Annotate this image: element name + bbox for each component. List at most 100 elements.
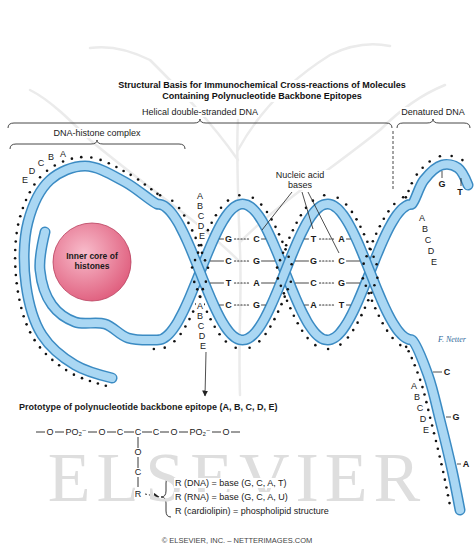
backbone-dot <box>71 157 74 160</box>
backbone-dot <box>198 244 201 247</box>
base-letter: A <box>309 301 318 310</box>
backbone-dot <box>366 240 369 243</box>
backbone-dot <box>15 282 18 285</box>
backbone-dot <box>15 232 18 235</box>
base-pair-bond <box>295 283 308 284</box>
base-letter: G <box>252 257 261 266</box>
epitope-letter: B <box>196 202 204 211</box>
backbone-dot <box>410 357 413 360</box>
backbone-dot <box>290 263 293 266</box>
base-pair-bond <box>210 261 223 262</box>
base-letter: C <box>309 279 318 288</box>
backbone-dot <box>351 211 354 214</box>
backbone-dot <box>194 237 197 240</box>
backbone-dot <box>227 199 230 202</box>
backbone-dot <box>62 160 65 163</box>
backbone-dot <box>383 217 386 220</box>
backbone-dot <box>421 386 424 389</box>
backbone-dot <box>421 167 424 170</box>
epitope-letter: A <box>196 192 204 201</box>
base-letter: C <box>224 257 233 266</box>
backbone-dot <box>225 340 228 343</box>
backbone-dot <box>90 156 93 159</box>
backbone-dot <box>163 346 166 349</box>
backbone-dot <box>39 346 42 349</box>
backbone-dot <box>439 155 442 158</box>
base-pair-bond <box>305 305 309 306</box>
base-pair-bond <box>320 304 336 305</box>
base-letter: C <box>224 301 233 310</box>
dna-strand <box>40 164 468 340</box>
brackets <box>8 119 470 190</box>
base-letter: A <box>462 460 471 469</box>
backbone-dot <box>183 214 186 217</box>
base-letter: T <box>225 279 233 288</box>
leader-line <box>302 192 313 229</box>
backbone-dot <box>369 248 372 251</box>
backbone-dot <box>279 259 282 262</box>
epitope-letter: E <box>198 232 206 241</box>
backbone-dot <box>171 200 174 203</box>
formula-atom: PO₂⁻ <box>64 428 87 437</box>
backbone-dot <box>198 295 201 298</box>
formula-line: R (RNA) = base (G, C, A, U) <box>174 492 289 502</box>
backbone-dot <box>374 307 377 310</box>
backbone-dot <box>201 252 204 255</box>
backbone-dot <box>192 310 195 313</box>
base-pair-bond <box>262 305 266 306</box>
signature: F. Netter <box>437 335 467 344</box>
backbone-dot <box>29 331 32 334</box>
backbone-dot <box>448 502 451 505</box>
backbone-dot <box>413 364 416 367</box>
backbone-dot <box>191 266 194 269</box>
backbone-dot <box>150 188 153 191</box>
backbone-dot <box>416 371 419 374</box>
backbone-dot <box>73 373 76 376</box>
formula-atom: C <box>134 468 143 477</box>
backbone-dot <box>19 215 22 218</box>
backbone-dot <box>187 222 190 225</box>
backbone-dot <box>461 159 464 162</box>
backbone-dot <box>108 162 111 165</box>
diagram-title: Structural Basis for Immunochemical Cros… <box>117 80 407 102</box>
bracket <box>10 140 185 149</box>
backbone-dot <box>213 325 216 328</box>
backbone-dot <box>438 455 441 458</box>
backbone-dot <box>17 290 20 293</box>
epitope-letter: A <box>59 150 67 159</box>
backbone-dot <box>286 300 289 303</box>
epitope-letter: C <box>424 236 433 245</box>
backbone-dot <box>264 333 267 336</box>
backbone-dot <box>178 207 181 210</box>
leaders <box>205 171 461 464</box>
backbone-dot <box>159 194 162 197</box>
backbone-dot <box>372 240 375 243</box>
backbone-dot <box>284 248 287 251</box>
backbone-dot <box>415 173 418 176</box>
formula-atom: C <box>116 428 125 437</box>
backbone-dot <box>444 478 447 481</box>
backbone-dot <box>65 369 68 372</box>
backbone-dot <box>356 321 359 324</box>
bracket <box>397 119 470 128</box>
base-pair-bond <box>235 238 251 239</box>
backbone-dot <box>427 409 430 412</box>
backbone-dot <box>193 281 196 284</box>
backbone-dot <box>248 346 251 349</box>
base-pair-bond <box>262 239 266 240</box>
backbone-dot <box>196 288 199 291</box>
backbone-dot <box>295 221 298 224</box>
backbone-dot <box>14 249 17 252</box>
backbone-dot <box>405 196 408 199</box>
base-rung <box>446 417 451 418</box>
backbone-dot <box>372 255 375 258</box>
backbone-dot <box>373 284 376 287</box>
epitope-letter: E <box>422 426 430 435</box>
backbone-dot <box>435 440 438 443</box>
backbone-dot <box>419 379 422 382</box>
base-rung <box>457 464 461 465</box>
backbone-dot <box>410 182 413 185</box>
backbone-dot <box>407 190 410 193</box>
epitope-letter: A <box>410 382 418 391</box>
backbone-dot <box>314 344 317 347</box>
